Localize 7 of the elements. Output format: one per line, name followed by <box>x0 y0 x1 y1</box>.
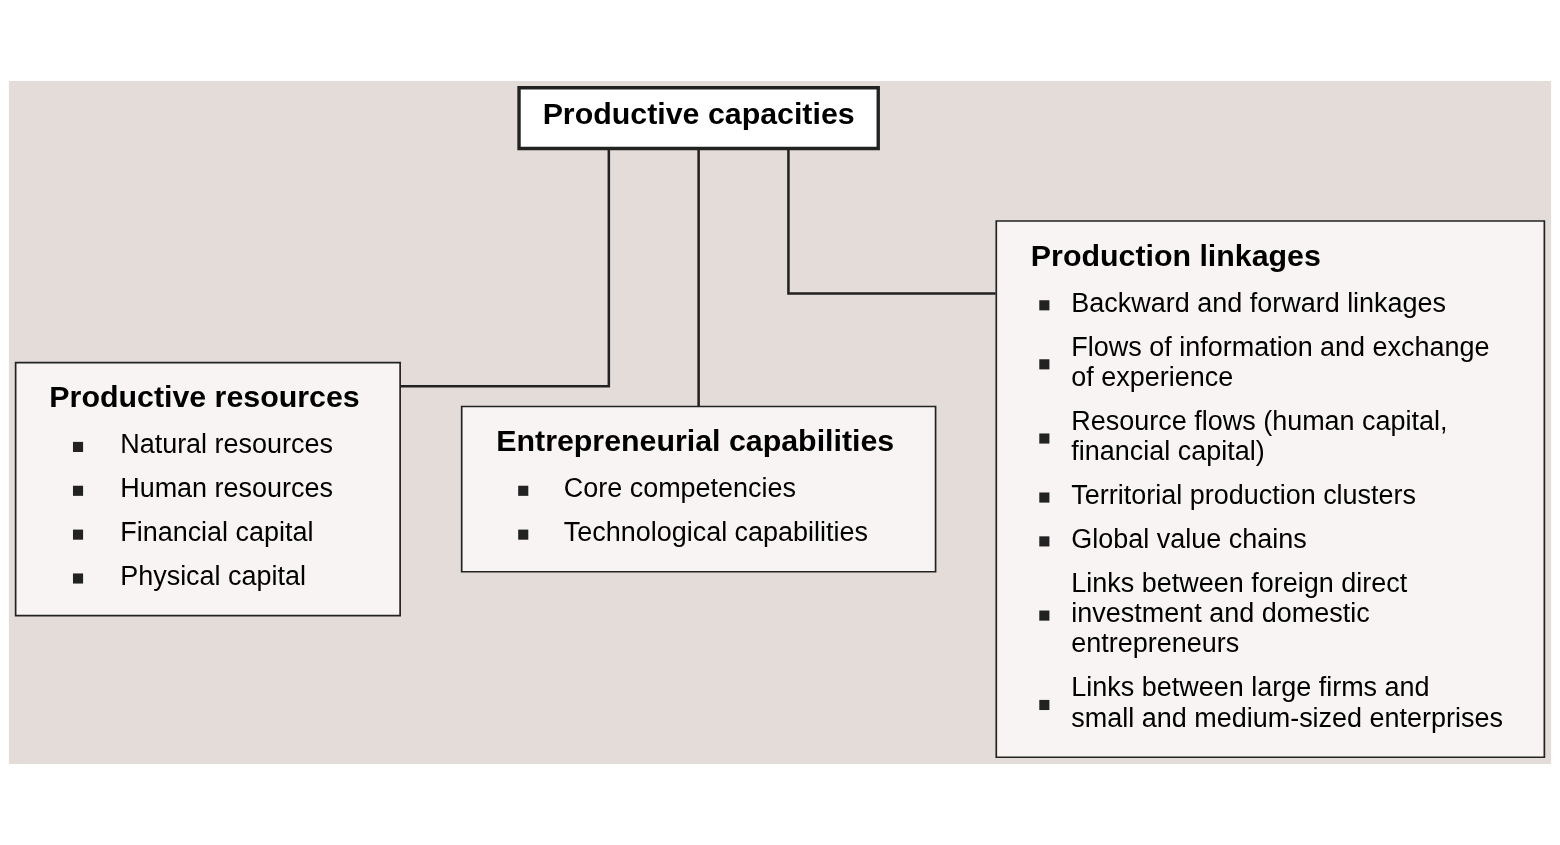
node-box: Production linkages Backward and forward linkages Flows of information and exchange of experience Resource flows (human capital, financial capital) Territorial production clusters Global value chains Links between foreign direct investment and domestic entrepreneurs Links between large firms and small and medium-sized enterprises <box>995 220 1546 759</box>
connector <box>400 148 611 388</box>
connector <box>697 148 700 407</box>
node-box: Entrepreneurial capabilities Core competencies Technological capabilities <box>460 405 937 573</box>
node-box: Productive capacities <box>517 86 880 151</box>
node-box: Productive resources Natural resources Human resources Financial capital Physical capital <box>14 361 401 617</box>
connector <box>787 148 996 295</box>
